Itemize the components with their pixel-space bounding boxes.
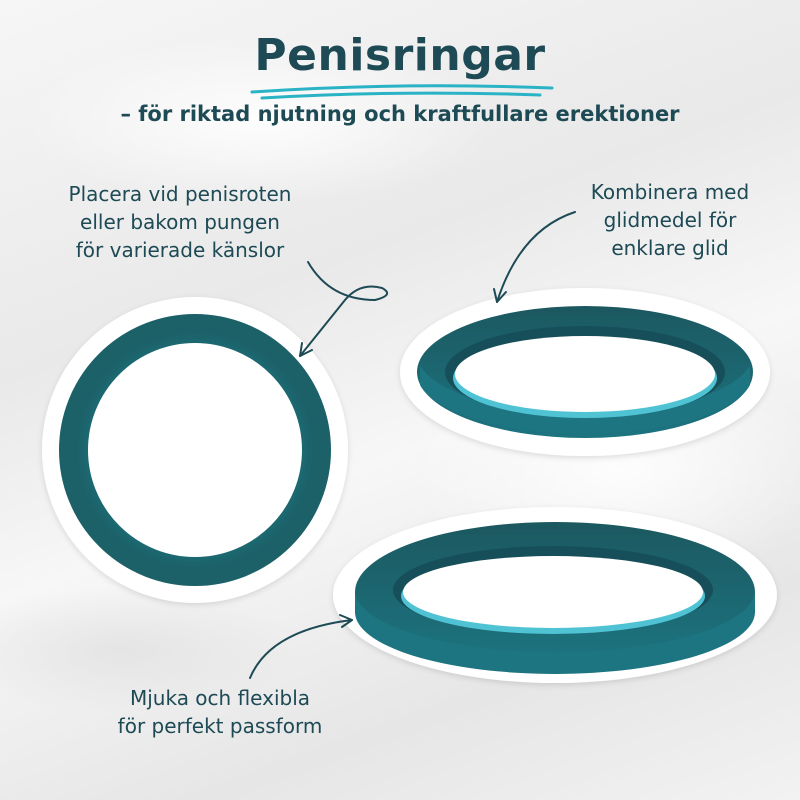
callout-line: eller bakom pungen <box>80 210 280 234</box>
title-underline <box>250 84 554 100</box>
callout-line: enklare glid <box>611 236 729 260</box>
page-title: Penisringar <box>254 30 546 81</box>
oval-ring-small <box>400 288 770 456</box>
oval-ring-large <box>333 507 777 683</box>
arrow-flexible <box>249 614 353 679</box>
callout-line: Kombinera med <box>590 180 750 204</box>
callout-line: för varierade känslor <box>75 238 285 262</box>
page-subtitle: – för riktad njutning och kraftfullare e… <box>120 102 680 126</box>
round-ring <box>42 297 348 603</box>
callout-flexible: Mjuka och flexibla för perfekt passform <box>90 684 350 740</box>
callout-placement: Placera vid penisroten eller bakom punge… <box>40 180 320 264</box>
callout-lubricant: Kombinera med glidmedel för enklare glid <box>560 178 780 262</box>
callout-line: Mjuka och flexibla <box>129 686 311 710</box>
callout-line: Placera vid penisroten <box>68 182 292 206</box>
arrow-placement <box>299 261 389 357</box>
callout-line: glidmedel för <box>603 208 737 232</box>
arrow-lubricant <box>493 211 576 303</box>
callout-line: för perfekt passform <box>117 714 323 738</box>
